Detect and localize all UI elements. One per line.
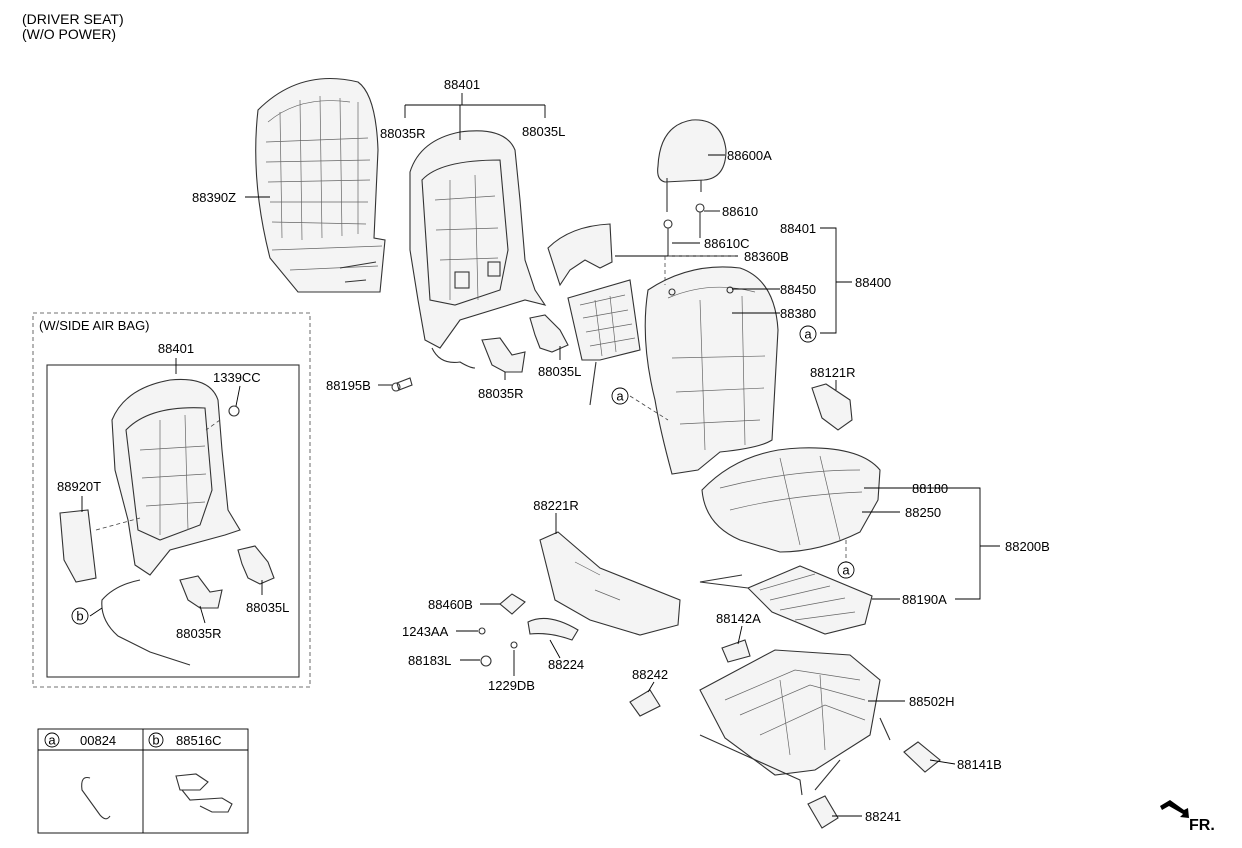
side-airbag-module — [59, 509, 97, 583]
callout-b-box: b — [71, 607, 89, 625]
leader-lines — [81, 93, 1000, 817]
part-label-88610c: 88610C — [704, 236, 750, 251]
part-label-1339cc: 1339CC — [213, 370, 261, 385]
part-label-88250: 88250 — [905, 505, 941, 520]
seat-back-cover-assembly — [644, 266, 779, 475]
back-board-panel — [255, 77, 386, 293]
part-label-88183l: 88183L — [408, 653, 451, 668]
part-label-88242: 88242 — [632, 667, 668, 682]
track-cover-rear-inner — [629, 689, 661, 717]
legend-table: a 00824 b 88516C — [37, 728, 249, 834]
part-label-88241: 88241 — [865, 809, 901, 824]
legend-a-part: 00824 — [80, 733, 116, 748]
track-cover-front-inner — [721, 639, 751, 663]
part-label-88035r-top: 88035R — [380, 126, 426, 141]
legend-b-letter: b — [152, 733, 159, 748]
airbag-bracket-left — [237, 545, 275, 585]
part-label-88610: 88610 — [722, 204, 758, 219]
part-label-88035l-box: 88035L — [246, 600, 289, 615]
part-label-88401-box: 88401 — [158, 341, 194, 356]
part-label-88450: 88450 — [780, 282, 816, 297]
part-label-88035l-mid: 88035L — [538, 364, 581, 379]
part-label-1243aa: 1243AA — [402, 624, 449, 639]
seat-back-frame — [409, 130, 547, 369]
part-label-88142a: 88142A — [716, 611, 761, 626]
part-label-88460b: 88460B — [428, 597, 473, 612]
part-label-88035r-box: 88035R — [176, 626, 222, 641]
svg-text:b: b — [76, 609, 83, 624]
screw-1243aa — [478, 627, 486, 635]
diagram-title-driver-seat: (DRIVER SEAT) — [22, 11, 124, 27]
part-label-88035r-mid: 88035R — [478, 386, 524, 401]
legend-b-part: 88516C — [176, 733, 222, 748]
part-label-88221r: 88221R — [533, 498, 579, 513]
cushion-frame-track-assembly — [699, 649, 891, 796]
svg-text:a: a — [804, 327, 812, 342]
svg-text:a: a — [842, 563, 850, 578]
bracket-left — [529, 314, 569, 353]
wire-clip-icon — [81, 776, 111, 820]
part-label-88502h: 88502H — [909, 694, 955, 709]
recliner-lever — [499, 593, 526, 615]
airbag-box-title: (W/SIDE AIR BAG) — [39, 318, 150, 333]
part-label-88390z: 88390Z — [192, 190, 236, 205]
part-label-88195b: 88195B — [326, 378, 371, 393]
front-direction-label: FR. — [1189, 817, 1215, 834]
diagram-subtitle-without-power: (W/O POWER) — [22, 26, 117, 42]
callout-a-cushion: a — [837, 561, 855, 579]
part-label-88180: 88180 — [912, 481, 948, 496]
height-lever — [527, 617, 579, 641]
part-label-88920t: 88920T — [57, 479, 101, 494]
part-label-88121r: 88121R — [810, 365, 856, 380]
track-cover-front-outer — [903, 741, 941, 773]
part-label-88141b: 88141B — [957, 757, 1002, 772]
airbag-bracket-right — [179, 575, 223, 609]
part-label-88360b: 88360B — [744, 249, 789, 264]
callout-a-mid: a — [611, 387, 629, 405]
part-label-88401-top: 88401 — [444, 77, 480, 92]
front-direction-arrow-icon — [1160, 800, 1189, 818]
side-airbag-option-box — [32, 312, 311, 688]
part-label-88600a: 88600A — [727, 148, 772, 163]
side-airbag-inner-frame — [46, 364, 300, 678]
part-label-88400: 88400 — [855, 275, 891, 290]
nut-1339cc — [228, 405, 240, 417]
back-pad-panel — [547, 223, 641, 406]
side-shield-outer — [539, 531, 681, 636]
svg-text:a: a — [616, 389, 624, 404]
bracket-right — [481, 337, 526, 373]
part-label-88380: 88380 — [780, 306, 816, 321]
bolt — [391, 377, 413, 392]
track-cover-rear-outer — [807, 795, 839, 829]
callout-a-right: a — [799, 325, 817, 343]
legend-a-letter: a — [48, 733, 56, 748]
seat-back-frame-with-airbag — [111, 378, 241, 576]
part-label-88401-right: 88401 — [780, 221, 816, 236]
seat-cushion-cover — [701, 447, 881, 553]
headrest-guide-lock — [663, 219, 673, 256]
part-label-88035l-top: 88035L — [522, 124, 565, 139]
cushion-support-mat — [699, 565, 873, 635]
part-label-88224: 88224 — [548, 657, 584, 672]
screw-1229db — [510, 641, 518, 649]
connector-icon — [175, 773, 233, 813]
headrest-guide — [695, 203, 705, 238]
cap-88183l — [480, 655, 492, 667]
side-cover-upper — [811, 383, 853, 431]
part-label-88190a: 88190A — [902, 592, 947, 607]
airbag-wiring — [101, 579, 191, 666]
headrest — [657, 119, 727, 212]
part-label-88200b: 88200B — [1005, 539, 1050, 554]
part-label-1229db: 1229DB — [488, 678, 535, 693]
